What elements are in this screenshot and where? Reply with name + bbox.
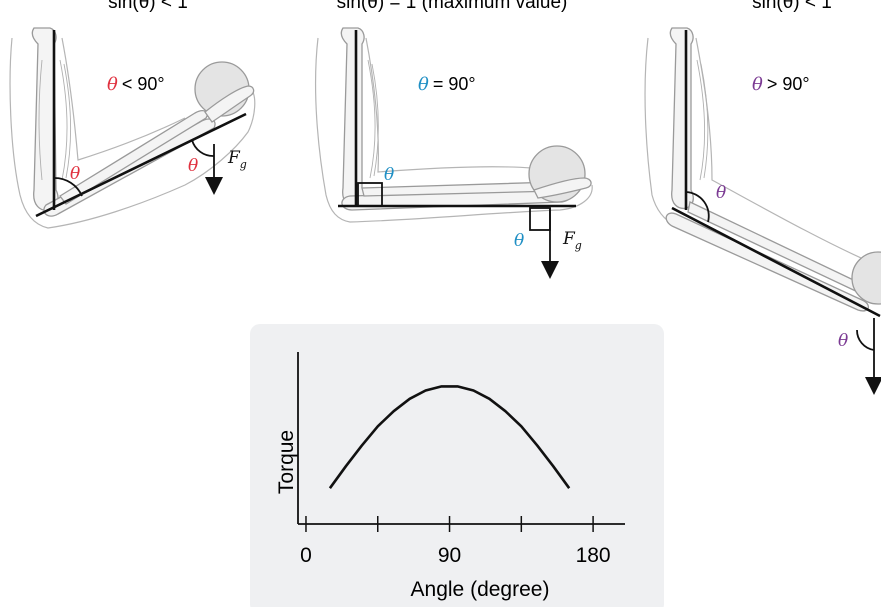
weight-ball bbox=[851, 251, 881, 305]
angle-relation-text: > 90° bbox=[767, 74, 810, 94]
elbow-theta-label: θ bbox=[716, 183, 726, 203]
right-angle-marker bbox=[357, 182, 383, 207]
elbow-angle-arc bbox=[53, 177, 83, 197]
x-tick-label: 90 bbox=[438, 544, 461, 567]
arm-panel-obtuse: θ> 90° θ θ bbox=[644, 27, 881, 395]
elbow-theta-label: θ bbox=[70, 164, 80, 184]
angle-relation-label: θ< 90° bbox=[107, 74, 165, 95]
bicep-muscle-line bbox=[700, 63, 709, 179]
force-label: Fg bbox=[562, 229, 582, 252]
arm-outline-inner bbox=[61, 37, 186, 161]
torque-curve bbox=[328, 385, 571, 489]
angle-relation-text: < 90° bbox=[122, 74, 165, 94]
elbow-angle-arc bbox=[685, 191, 710, 223]
angle-relation-label: θ> 90° bbox=[752, 74, 810, 95]
angle-relation-label: θ= 90° bbox=[418, 74, 476, 95]
elbow-theta-label: θ bbox=[384, 165, 394, 185]
bicep-muscle bbox=[696, 59, 706, 181]
forearm-bone bbox=[665, 212, 869, 312]
bicep-muscle-line bbox=[63, 63, 72, 179]
bicep-muscle-line bbox=[371, 63, 379, 177]
chart-background bbox=[250, 324, 664, 607]
arm-panel-acute: θ< 90° θ θ Fg bbox=[9, 27, 256, 229]
caption-right: sin(θ) < 1 bbox=[752, 0, 832, 13]
force-theta-label: θ bbox=[838, 331, 848, 351]
tricep-muscle-line bbox=[38, 59, 43, 181]
arm-outline-inner bbox=[365, 37, 533, 173]
caption-left: sin(θ) < 1 bbox=[108, 0, 188, 13]
arm-panel-right: θ= 90° θ θ Fg bbox=[314, 27, 593, 279]
hand-fingers bbox=[533, 177, 592, 199]
bicep-muscle bbox=[59, 59, 68, 181]
y-axis-label: Torque bbox=[275, 430, 298, 494]
x-axis-label: Angle (degree) bbox=[411, 578, 550, 601]
caption-middle: sin(θ) = 1 (maximum value) bbox=[337, 0, 568, 13]
bicep-muscle bbox=[367, 59, 376, 179]
torque-chart: 0 90 180 Angle (degree) Torque bbox=[250, 324, 664, 607]
humerus-bone bbox=[340, 27, 365, 208]
hand-fingers bbox=[204, 85, 255, 123]
x-tick-labels: 0 90 180 bbox=[300, 544, 610, 567]
forearm-bone-2 bbox=[59, 110, 208, 205]
force-theta-label: θ bbox=[514, 231, 524, 251]
force-theta-label: θ bbox=[188, 156, 198, 176]
force-label: Fg bbox=[227, 148, 247, 171]
forearm-line bbox=[671, 206, 881, 318]
force-angle-arc bbox=[191, 139, 215, 157]
x-tick-label: 0 bbox=[300, 544, 312, 567]
forearm-line bbox=[35, 112, 247, 218]
x-tick-label: 180 bbox=[576, 544, 611, 567]
humerus-bone bbox=[669, 27, 694, 210]
force-angle-arc bbox=[856, 329, 875, 351]
arm-outline-inner bbox=[695, 37, 871, 263]
arm-outline bbox=[314, 37, 593, 223]
x-ticks bbox=[305, 516, 594, 532]
arm-outline bbox=[9, 37, 256, 229]
angle-relation-text: = 90° bbox=[433, 74, 476, 94]
